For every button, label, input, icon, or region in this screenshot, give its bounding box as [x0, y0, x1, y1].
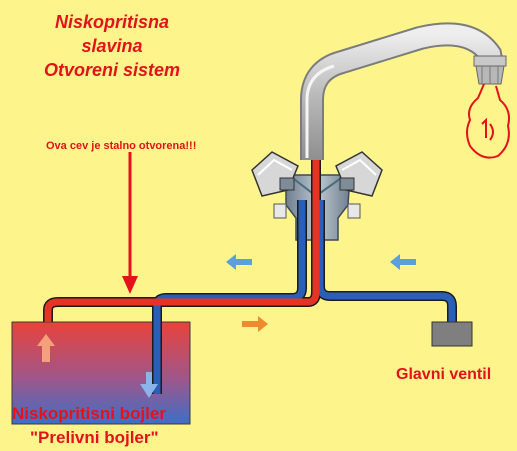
aerator-nozzle [473, 55, 507, 85]
water-stream-sketch [466, 83, 510, 159]
boiler-label-line-1: Niskopritisni bojler [12, 404, 166, 423]
faucet-spout [300, 22, 504, 160]
title-line-2: slavina [81, 36, 143, 56]
open-hot-outlet-pipe [44, 160, 320, 322]
hot-flow-arrow [242, 316, 268, 332]
hot-tap-handle [251, 151, 299, 197]
title-line-1: Niskopritisna [54, 12, 170, 32]
water-stream-sketch-detail [481, 117, 494, 141]
main-valve [431, 321, 473, 347]
cold-flow-arrow-left [226, 254, 252, 270]
main-cold-supply-pipe [316, 200, 456, 326]
open-pipe-note: Ova cev je stalno otvorena!!! [46, 140, 197, 152]
boiler-label-line-2: "Prelivni bojler" [30, 428, 159, 447]
boiler-cold-down-arrow [140, 372, 158, 398]
cold-flow-arrow-right [390, 254, 416, 270]
callout-arrow [122, 152, 138, 294]
title-line-3: Otvoreni sistem [43, 60, 181, 80]
main-valve-label: Glavni ventil [396, 366, 492, 383]
boiler-hot-up-arrow [37, 334, 55, 362]
cold-tap-handle [335, 151, 383, 197]
